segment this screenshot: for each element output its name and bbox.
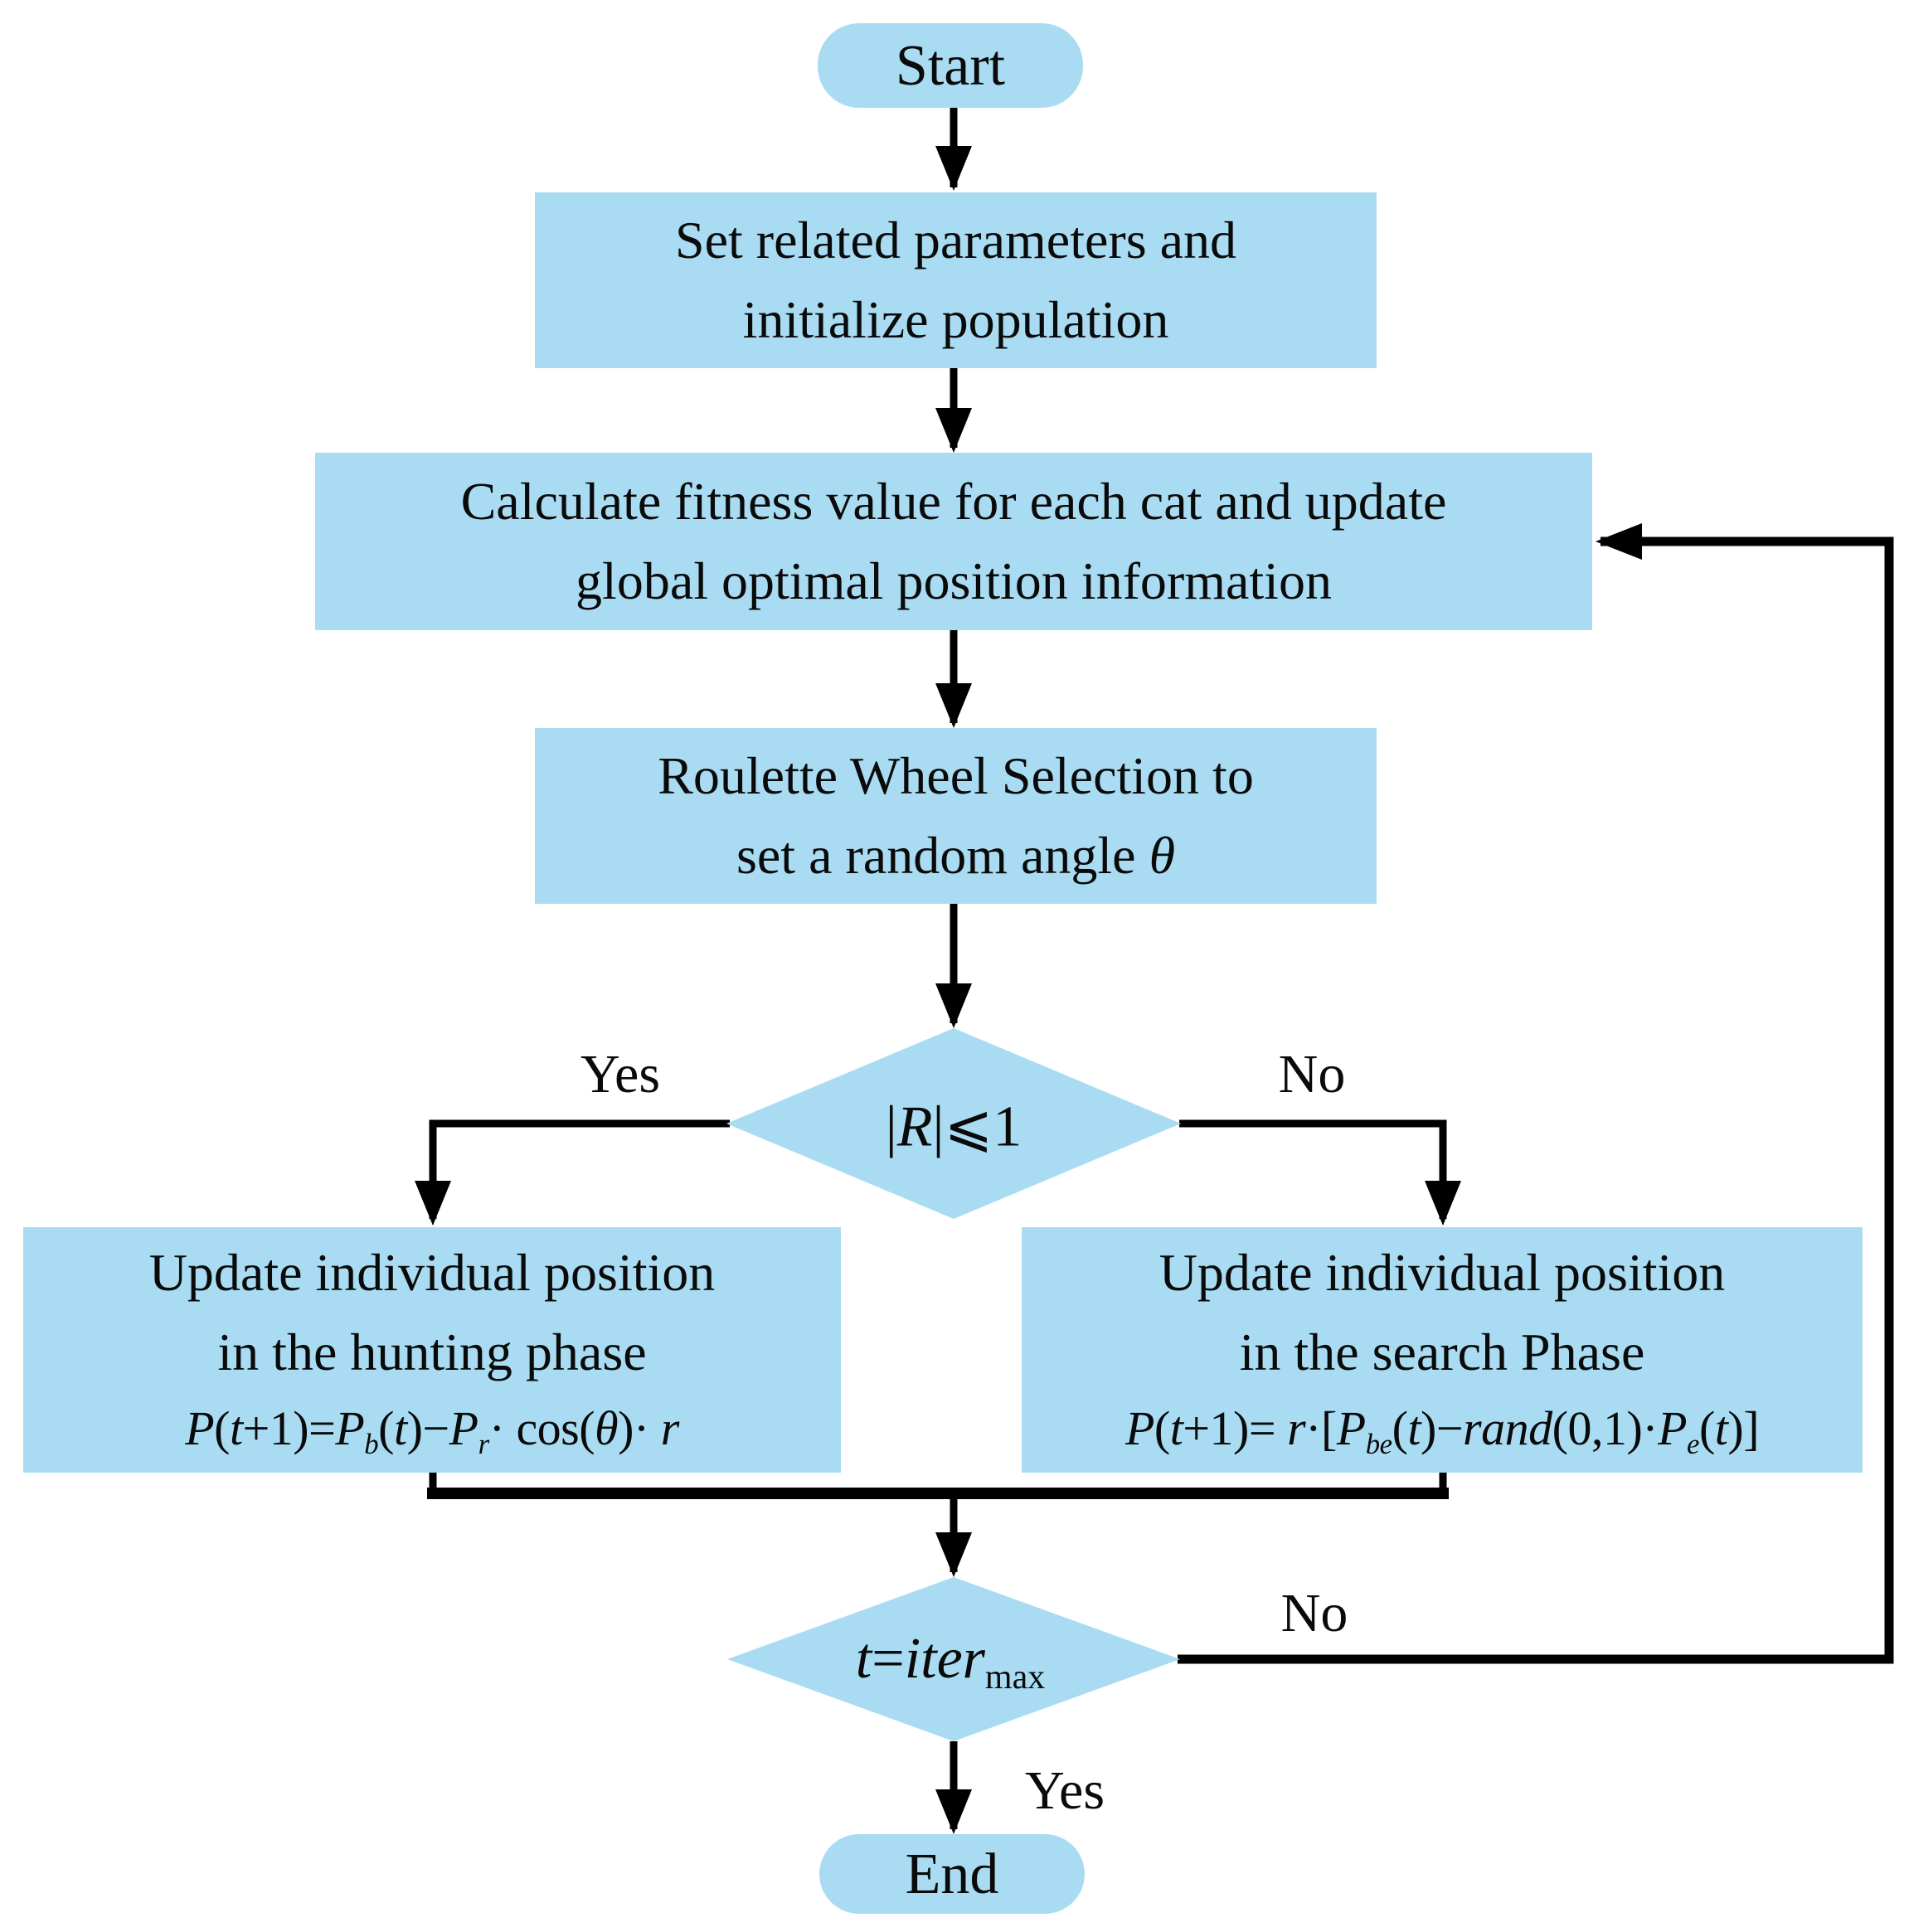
init-process: Set related parameters and initialize po… bbox=[535, 192, 1377, 368]
search-line2: in the search Phase bbox=[1239, 1323, 1645, 1382]
edge-r-no bbox=[1179, 1119, 1447, 1219]
arrowhead-into-r-decision bbox=[935, 983, 972, 1028]
hunting-line2: in the hunting phase bbox=[217, 1323, 647, 1382]
hunting-line1: Update individual position bbox=[148, 1243, 716, 1303]
arrowhead-feedback-into-fitness bbox=[1596, 523, 1642, 560]
iter-decision-shape bbox=[727, 1577, 1180, 1741]
init-line2: initialize population bbox=[742, 290, 1169, 349]
label-iter-no: No bbox=[1280, 1583, 1348, 1643]
roulette-process: Roulette Wheel Selection to set a random… bbox=[535, 728, 1377, 904]
search-formula: P(t+1)= r·[Pbe(t)−rand(0,1)·Pe(t)] bbox=[1125, 1401, 1760, 1461]
arrowhead-into-iter-decision bbox=[935, 1532, 972, 1577]
arrowhead-into-roulette bbox=[935, 683, 972, 728]
roulette-line2: set a random angle θ bbox=[736, 826, 1176, 885]
edge-iter-no-feedback bbox=[1178, 536, 1894, 1664]
label-r-no: No bbox=[1278, 1044, 1346, 1104]
arrowhead-yes-into-hunting bbox=[415, 1181, 451, 1226]
arrowhead-into-fitness bbox=[935, 408, 972, 453]
fitness-process: Calculate fitness value for each cat and… bbox=[315, 453, 1592, 630]
init-line1: Set related parameters and bbox=[675, 211, 1236, 269]
edge-r-yes bbox=[429, 1119, 730, 1219]
fitness-line2: global optimal position information bbox=[576, 551, 1332, 610]
r-decision-shape bbox=[726, 1028, 1181, 1219]
label-r-yes: Yes bbox=[580, 1044, 661, 1104]
arrowhead-into-init bbox=[935, 146, 972, 191]
hunting-process: Update individual position in the huntin… bbox=[23, 1227, 841, 1473]
start-label: Start bbox=[895, 33, 1006, 98]
label-iter-yes: Yes bbox=[1024, 1760, 1105, 1821]
arrowhead-no-into-search bbox=[1425, 1181, 1461, 1226]
search-line1: Update individual position bbox=[1159, 1243, 1726, 1303]
search-process: Update individual position in the search… bbox=[1022, 1227, 1863, 1473]
iter-decision-label: t=itermax bbox=[855, 1626, 1046, 1697]
arrowhead-yes-into-end bbox=[935, 1789, 972, 1834]
fitness-line1: Calculate fitness value for each cat and… bbox=[460, 472, 1447, 531]
r-decision-label: |R|⩽1 bbox=[885, 1095, 1023, 1159]
end-terminal: End bbox=[819, 1834, 1085, 1914]
start-terminal: Start bbox=[818, 23, 1083, 108]
roulette-line1: Roulette Wheel Selection to bbox=[658, 746, 1254, 805]
hunting-formula: P(t+1)=Pb(t)−Pr· cos(θ)· r bbox=[185, 1401, 679, 1461]
end-label: End bbox=[905, 1842, 999, 1906]
